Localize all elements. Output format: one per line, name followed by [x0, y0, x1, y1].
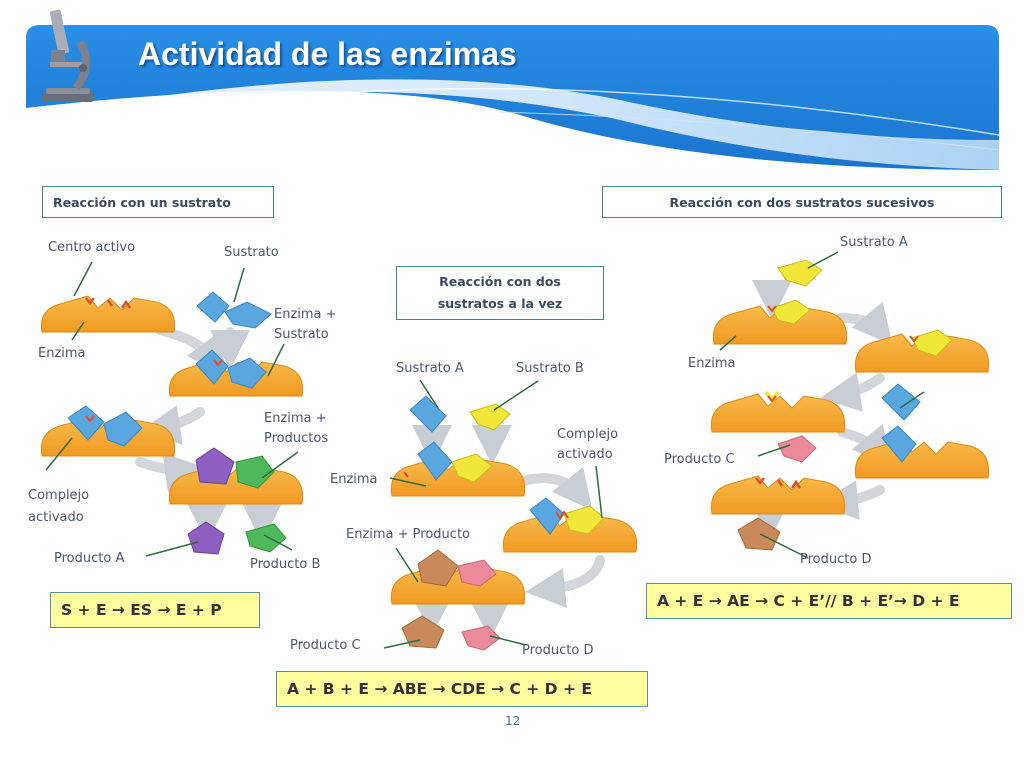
substrate-b-shape-right — [881, 383, 921, 421]
enzyme-right-4 — [854, 425, 990, 479]
page-number: 12 — [505, 714, 521, 728]
label-activated-complex-middle: Complejo activado — [557, 427, 619, 462]
label-product-b: Producto B — [250, 557, 321, 572]
enzyme-products-complex — [168, 447, 304, 505]
label-pointers-right — [719, 251, 925, 559]
substrate-shape — [196, 291, 272, 329]
product-d-shape-right — [737, 517, 781, 551]
equation-two-successive: A + E → AE → C + E’// B + E’→ D + E — [646, 583, 1012, 619]
label-substrate-b-middle: Sustrato B — [516, 361, 584, 376]
label-active-site: Centro activo — [48, 240, 136, 255]
substrate-a-shape — [409, 395, 447, 433]
label-product-d-middle: Producto D — [522, 643, 594, 658]
equation-one-substrate: S + E → ES → E + P — [50, 592, 260, 628]
product-c-shape-right — [777, 435, 817, 463]
activated-complex-left — [40, 405, 176, 457]
label-substrate-a-right: Sustrato A — [840, 235, 908, 250]
enzyme-product-complex — [390, 549, 526, 605]
label-enzyme-products: Enzima + Productos — [264, 411, 329, 446]
label-product-d-right: Producto D — [800, 552, 872, 567]
microscope-icon — [42, 9, 94, 102]
equation-two-successive-text: A + E → AE → C + E’// B + E’→ D + E — [657, 592, 960, 610]
enzyme-right-2 — [854, 329, 990, 373]
label-enzyme-left: Enzima — [38, 346, 86, 361]
enzyme-right-1 — [712, 299, 848, 345]
enzyme-right-5 — [710, 475, 846, 515]
label-pointers-left — [45, 261, 299, 557]
label-product-c-middle: Producto C — [290, 638, 361, 653]
page-title: Actividad de las enzimas — [138, 36, 517, 72]
enzyme-two-substrates — [390, 441, 526, 497]
product-d-shape-middle — [461, 625, 501, 651]
product-a-shape — [187, 521, 225, 555]
label-substrate: Sustrato — [224, 245, 279, 260]
equation-one-substrate-text: S + E → ES → E + P — [61, 601, 222, 619]
label-activated-complex-left: Complejo activado — [28, 488, 90, 525]
enzyme-right-3 — [710, 390, 846, 433]
label-enzyme-product: Enzima + Producto — [346, 527, 470, 542]
label-pointers-middle — [383, 379, 603, 649]
label-product-a: Producto A — [54, 551, 125, 566]
label-product-c-right: Producto C — [664, 452, 735, 467]
section-one-substrate: Reacción con un sustrato — [42, 186, 274, 218]
section-two-simultaneous: Reacción con dos sustratos a la vez — [396, 266, 604, 320]
label-enzyme-substrate: Enzima + Sustrato — [274, 307, 337, 342]
section-one-substrate-label: Reacción con un sustrato — [53, 194, 231, 210]
label-enzyme-right: Enzima — [688, 356, 736, 371]
label-substrate-a-middle: Sustrato A — [396, 361, 464, 376]
enzyme-shape — [40, 295, 176, 333]
activated-complex-middle — [502, 497, 638, 553]
section-two-successive: Reacción con dos sustratos sucesivos — [602, 186, 1002, 218]
label-enzyme-middle: Enzima — [330, 472, 378, 487]
section-two-successive-label: Reacción con dos sustratos sucesivos — [669, 194, 935, 210]
equation-two-simultaneous: A + B + E → ABE → CDE → C + D + E — [276, 671, 648, 707]
active-site-marks — [85, 305, 919, 478]
header-banner — [26, 25, 1000, 170]
equation-two-simultaneous-text: A + B + E → ABE → CDE → C + D + E — [287, 680, 592, 698]
substrate-b-shape — [469, 403, 511, 431]
section-two-simultaneous-label: Reacción con dos sustratos a la vez — [437, 274, 563, 311]
product-b-shape — [245, 523, 287, 553]
enzyme-substrate-complex — [168, 349, 304, 397]
